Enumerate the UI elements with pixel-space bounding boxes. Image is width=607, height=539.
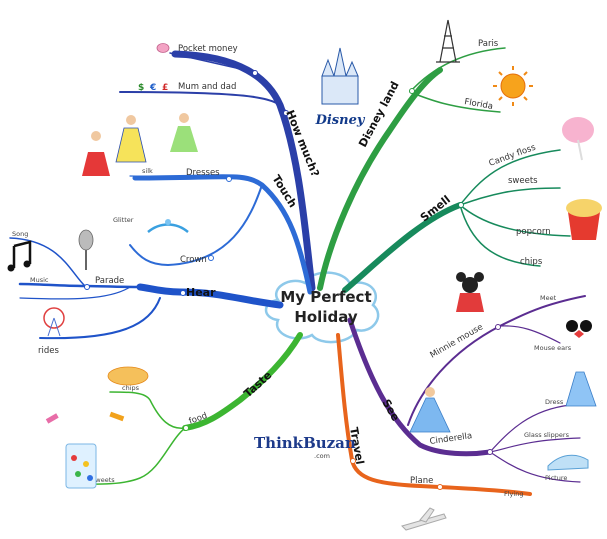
microphone-icon [78, 229, 94, 270]
candy-floss-icon [562, 117, 594, 161]
label-meet: Meet [540, 294, 557, 302]
center-title-line2: Holiday [294, 308, 358, 326]
label-mouse-ears: Mouse ears [534, 344, 572, 352]
ferris-wheel-icon [43, 307, 65, 337]
node [180, 290, 186, 296]
center-title-line1: My Perfect [280, 288, 371, 306]
music-note-icon [7, 240, 32, 272]
node [437, 484, 443, 490]
mouse-ears-icon [566, 320, 592, 338]
label-sweets-smell: sweets [508, 176, 538, 186]
eiffel-tower-icon [436, 19, 460, 63]
minnie-mouse-icon [456, 272, 484, 312]
branch-taste [69, 332, 303, 485]
label-crown: Crown [180, 255, 207, 265]
label-glass-slippers: Glass slippers [524, 431, 570, 439]
label-chips-taste: chips [122, 384, 140, 392]
girls-costumes-icon [82, 113, 198, 176]
chips-icon [107, 366, 149, 386]
label-glitter: Glitter [113, 216, 134, 224]
node [487, 449, 493, 455]
label-rides: rides [38, 346, 59, 356]
thinkbuzan-logo: ThinkBuzan [254, 434, 356, 452]
dollar-symbol: $ [138, 83, 144, 93]
disney-castle-icon [321, 47, 359, 105]
airplane-icon [401, 507, 447, 531]
label-song: Song [12, 230, 28, 238]
currency-icon: $ € £ [138, 83, 168, 93]
node [208, 255, 214, 261]
node [495, 324, 501, 330]
node [458, 202, 464, 208]
label-popcorn: popcorn [516, 227, 551, 237]
euro-symbol: € [149, 83, 156, 93]
thinkbuzan-dot-com: .com [314, 452, 330, 460]
label-chips-smell: chips [520, 257, 543, 267]
label-dress: Dress [545, 398, 564, 406]
label-pocket-money: Pocket money [178, 44, 238, 54]
node [409, 88, 415, 94]
sweets-jar-icon [45, 411, 125, 489]
disney-logo: Disney [315, 113, 366, 128]
label-mum-and-dad: Mum and dad [178, 82, 236, 92]
node [283, 110, 289, 116]
piggy-bank-icon [156, 43, 170, 53]
cinderella-icon [409, 387, 451, 433]
node [226, 176, 232, 182]
popcorn-icon [566, 199, 602, 240]
branch-travel [336, 333, 532, 496]
node [84, 284, 90, 290]
branch-label-hear: Hear [186, 286, 216, 299]
node [252, 70, 258, 76]
node [183, 425, 189, 431]
tiara-icon [147, 219, 189, 233]
branch-touch [129, 174, 313, 295]
label-paris: Paris [478, 39, 499, 49]
label-sweets-taste: sweets [92, 476, 115, 484]
branch-label-travel: Travel [347, 426, 366, 465]
branch-hear [9, 237, 284, 340]
label-flying: Flying [504, 490, 523, 498]
glass-slipper-icon [547, 454, 589, 471]
branch-how-much [119, 50, 316, 292]
branch-disney [317, 47, 506, 291]
label-parade: Parade [95, 276, 124, 286]
label-picture: Picture [545, 474, 567, 482]
label-silk: silk [142, 167, 153, 175]
label-dresses: Dresses [186, 168, 220, 178]
dress-icon [565, 371, 597, 407]
branch-see [347, 295, 586, 483]
pound-symbol: £ [162, 83, 168, 93]
label-music: Music [30, 276, 49, 284]
label-plane: Plane [410, 476, 433, 486]
sun-icon [493, 66, 533, 106]
branch-smell [342, 149, 571, 293]
label-florida: Florida [463, 97, 493, 112]
node [350, 458, 356, 464]
branch-label-taste: Taste [241, 369, 274, 401]
label-cinderella: Cinderella [429, 431, 473, 447]
